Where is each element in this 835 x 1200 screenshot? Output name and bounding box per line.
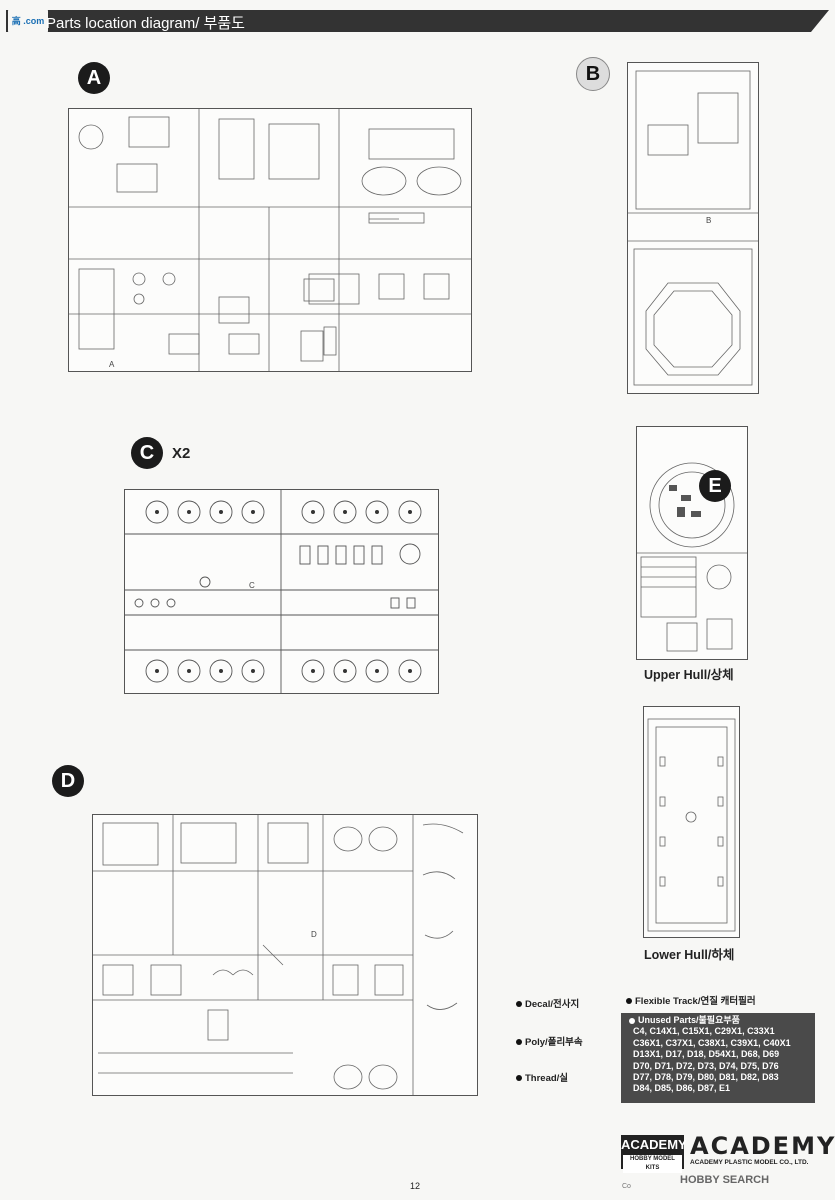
header: 高 .com Parts location diagram/ 부품도 bbox=[0, 8, 835, 34]
page-title: Parts location diagram/ 부품도 bbox=[46, 15, 245, 32]
legend-thread: Thread/실 bbox=[516, 1070, 568, 1084]
unused-parts-line: C4, C14X1, C15X1, C29X1, C33X1 bbox=[633, 1026, 775, 1037]
sprue-a-drawing: A bbox=[69, 109, 471, 371]
sprue-a-label: A bbox=[109, 360, 115, 369]
sprue-d-diagram: D bbox=[92, 814, 478, 1096]
legend-decal: Decal/전사지 bbox=[516, 996, 579, 1010]
sprue-b-label: B bbox=[706, 216, 711, 225]
lower-hull-drawing bbox=[647, 718, 736, 932]
legend-decal-label: Decal/전사지 bbox=[525, 999, 580, 1010]
header-bar bbox=[6, 10, 829, 32]
unused-parts-title: Unused Parts/불필요부품 bbox=[629, 1015, 815, 1026]
academy-logo-large: ACADEMY ACADEMY PLASTIC MODEL CO., LTD. bbox=[690, 1132, 835, 1166]
bullet-icon bbox=[516, 1001, 522, 1008]
bullet-icon bbox=[516, 1039, 522, 1046]
sprue-c-label: C bbox=[249, 581, 255, 590]
sprue-a-diagram: A bbox=[68, 108, 472, 372]
sprue-c-multiplier: X2 bbox=[172, 445, 191, 462]
unused-parts-box: Unused Parts/불필요부품 C4, C14X1, C15X1, C29… bbox=[621, 1013, 815, 1103]
legend-poly: Poly/폴리부속 bbox=[516, 1034, 583, 1048]
sprue-c-badge: C bbox=[131, 437, 163, 469]
sprue-d-label: D bbox=[311, 930, 317, 939]
bullet-icon bbox=[626, 998, 632, 1005]
bullet-icon bbox=[516, 1075, 522, 1082]
upper-hull-drawing bbox=[637, 462, 747, 652]
lower-hull-caption: Lower Hull/하체 bbox=[644, 948, 735, 962]
legend-track-label: Flexible Track/연질 캐터필러 bbox=[635, 996, 756, 1007]
sprue-a-badge: A bbox=[78, 62, 110, 94]
unused-parts-line: D84, D85, D86, D87, E1 bbox=[633, 1083, 731, 1094]
page-number: 12 bbox=[410, 1181, 421, 1191]
upper-hull-caption: Upper Hull/상체 bbox=[644, 668, 734, 682]
lower-hull-diagram bbox=[643, 706, 740, 938]
unused-parts-line: D13X1, D17, D18, D54X1, D68, D69 bbox=[633, 1049, 780, 1060]
legend-track: Flexible Track/연질 캐터필러 bbox=[626, 993, 756, 1007]
sprue-c-diagram: C bbox=[124, 489, 439, 694]
unused-parts-list: C4, C14X1, C15X1, C29X1, C33X1 C36X1, C3… bbox=[629, 1026, 815, 1094]
upper-hull-diagram bbox=[636, 426, 748, 660]
sprue-b-badge: B bbox=[576, 57, 610, 91]
sprue-b-drawing: B bbox=[628, 70, 758, 386]
sprue-b-diagram: B bbox=[627, 62, 759, 394]
site-logo: 高 .com bbox=[8, 8, 48, 34]
watermark: HOBBY SEARCH bbox=[680, 1174, 770, 1186]
sprue-d-drawing: D bbox=[93, 815, 464, 1095]
academy-logo-small: ACADEMY HOBBY MODEL KITS bbox=[621, 1135, 687, 1173]
legend-poly-label: Poly/폴리부속 bbox=[525, 1037, 583, 1048]
sprue-e-badge: E bbox=[699, 470, 731, 502]
copyright-text: Co bbox=[622, 1183, 631, 1190]
sprue-d-badge: D bbox=[52, 765, 84, 797]
bullet-icon bbox=[629, 1017, 635, 1024]
legend-thread-label: Thread/실 bbox=[525, 1073, 569, 1084]
unused-parts-line: C36X1, C37X1, C38X1, C39X1, C40X1 bbox=[633, 1037, 791, 1048]
sprue-c-drawing: C bbox=[125, 490, 438, 693]
unused-parts-line: D70, D71, D72, D73, D74, D75, D76 bbox=[633, 1060, 779, 1071]
unused-parts-line: D77, D78, D79, D80, D81, D82, D83 bbox=[633, 1072, 779, 1083]
